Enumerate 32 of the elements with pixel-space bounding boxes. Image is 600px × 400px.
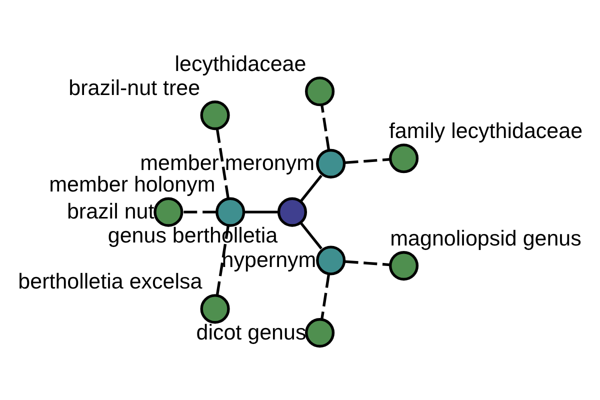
connector	[244, 210, 278, 214]
node-circle	[216, 197, 246, 227]
node-circle	[305, 76, 335, 106]
node-label: genus bertholletia	[108, 224, 278, 248]
connector	[300, 174, 322, 202]
node-label: family lecythidaceae	[388, 118, 583, 143]
node-label: hypernym	[222, 248, 316, 272]
node-label: brazil nut	[66, 200, 154, 224]
node-circle	[200, 294, 230, 324]
connector	[300, 222, 322, 250]
node-label: lecythidaceae	[174, 52, 306, 76]
node-circle	[277, 197, 308, 227]
node-circle	[316, 246, 346, 276]
node-circle	[305, 318, 335, 348]
connector	[182, 210, 216, 214]
node-circle	[388, 144, 419, 174]
connector	[216, 225, 230, 296]
node-circle	[388, 251, 419, 281]
node-circle	[200, 100, 230, 130]
connector	[344, 158, 390, 164]
connector	[216, 129, 230, 199]
connector	[344, 260, 390, 266]
node-label: bertholletia excelsa	[18, 269, 202, 294]
node-label: member holonym	[49, 172, 216, 197]
node-label: brazil-nut tree	[68, 76, 200, 100]
connector	[320, 274, 330, 320]
node-circle	[316, 148, 346, 178]
node-label: member meronym	[140, 151, 315, 176]
connector	[320, 105, 330, 150]
node-label: magnoliopsid genus	[390, 226, 582, 250]
node-circle	[154, 197, 184, 227]
node-label: dicot genus	[196, 320, 306, 344]
